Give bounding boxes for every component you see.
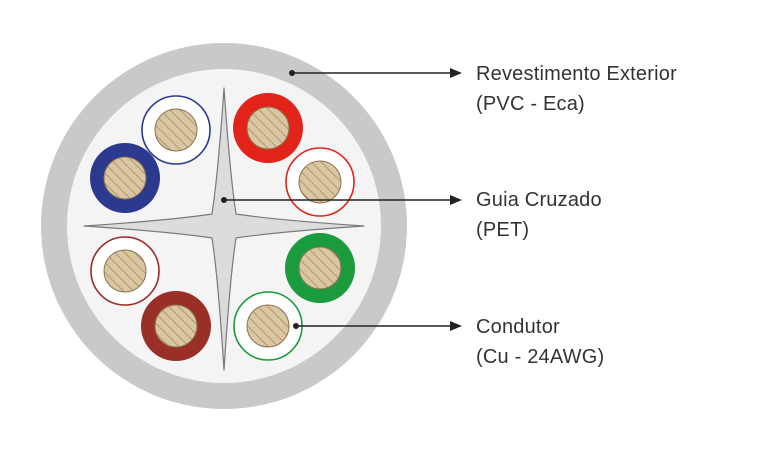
label-cross-separator-title: Guia Cruzado xyxy=(476,189,602,211)
label-cross-separator-material: (PET) xyxy=(476,219,530,241)
wire-brown-white xyxy=(90,236,160,306)
wire-red xyxy=(233,93,303,163)
leader-separator xyxy=(221,195,462,205)
leader-conductor-arrow xyxy=(450,321,462,331)
wire-blue-white xyxy=(141,95,211,165)
copper-conductor xyxy=(154,304,198,348)
copper-conductor xyxy=(246,304,290,348)
wire-red-white xyxy=(285,147,355,217)
copper-conductor xyxy=(298,246,342,290)
label-conductor: Condutor (Cu - 24AWG) xyxy=(476,312,604,372)
label-cross-separator: Guia Cruzado (PET) xyxy=(476,185,602,245)
leader-jacket xyxy=(289,68,462,78)
leader-conductor xyxy=(293,321,462,331)
wire-blue xyxy=(90,143,160,213)
leader-jacket-arrow xyxy=(450,68,462,78)
copper-conductor xyxy=(246,106,290,150)
copper-conductor xyxy=(103,249,147,293)
copper-conductor xyxy=(298,160,342,204)
wire-green xyxy=(285,233,355,303)
wire-green-white xyxy=(233,291,303,361)
copper-conductor xyxy=(103,156,147,200)
wire-pairs xyxy=(90,93,355,361)
label-outer-jacket-material: (PVC - Eca) xyxy=(476,93,585,115)
label-conductor-material: (Cu - 24AWG) xyxy=(476,346,605,368)
label-outer-jacket: Revestimento Exterior (PVC - Eca) xyxy=(476,59,677,119)
copper-conductor xyxy=(154,108,198,152)
label-conductor-title: Condutor xyxy=(476,316,560,338)
wire-brown xyxy=(141,291,211,361)
cross-separator xyxy=(83,87,365,371)
label-outer-jacket-title: Revestimento Exterior xyxy=(476,63,677,85)
leader-separator-arrow xyxy=(450,195,462,205)
